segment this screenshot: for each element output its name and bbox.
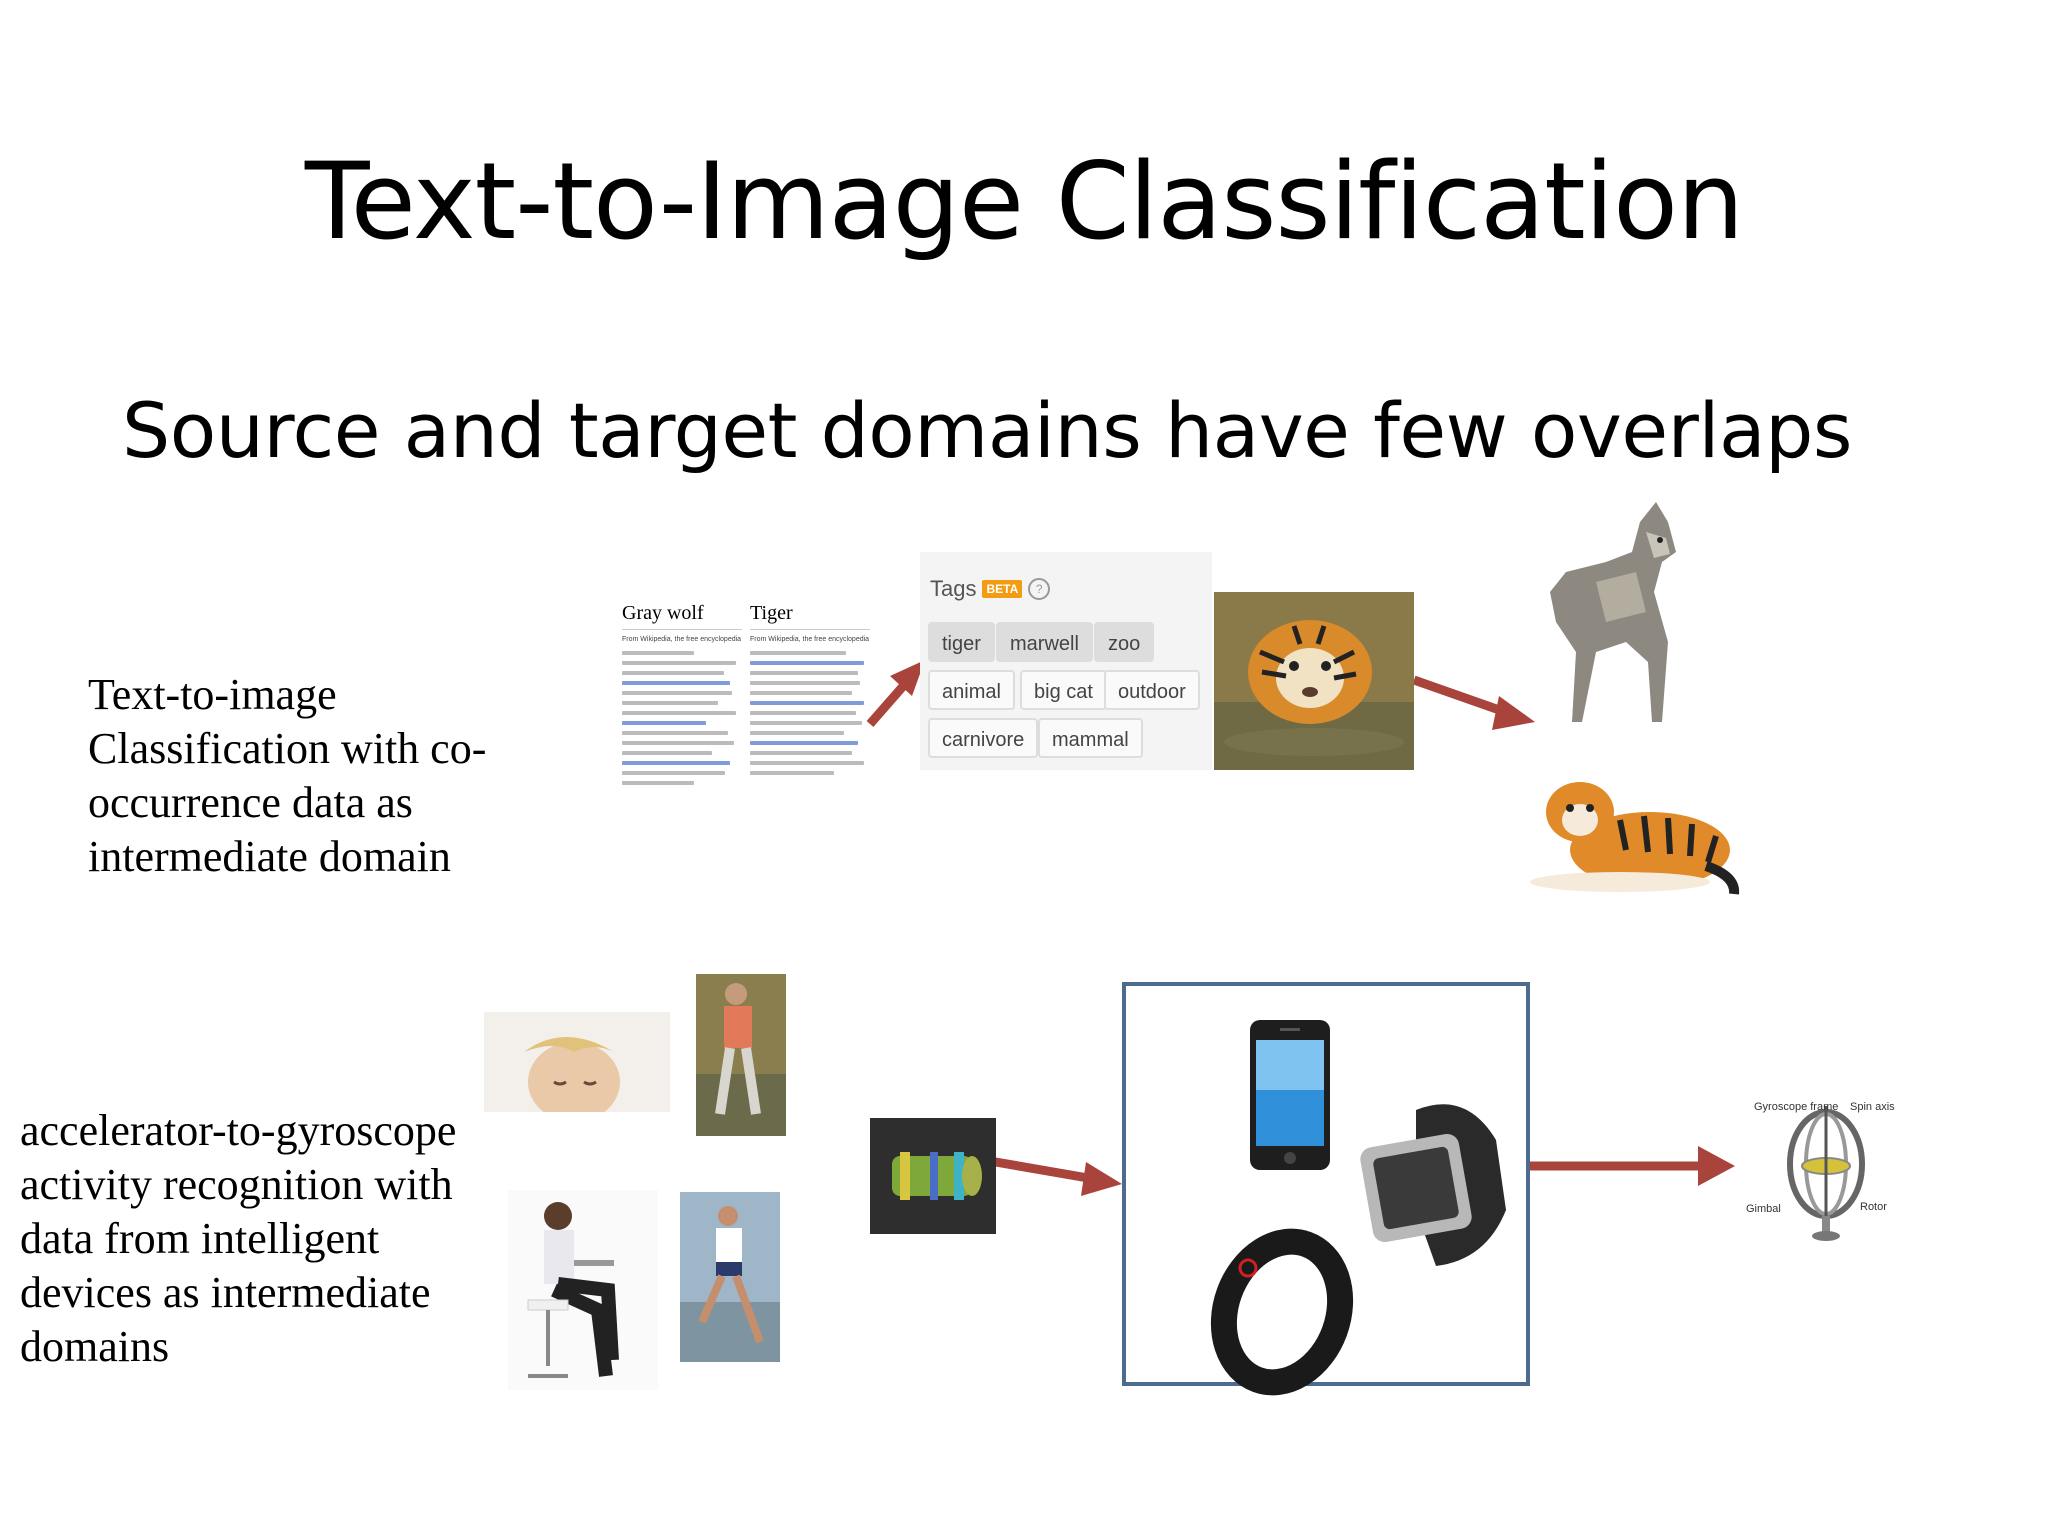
wiki-subtitle: From Wikipedia, the free encyclopedia: [622, 636, 742, 643]
slide-title: Text-to-Image Classification: [304, 140, 1744, 263]
wiki-subtitle: From Wikipedia, the free encyclopedia: [750, 636, 870, 643]
tag-chip[interactable]: animal: [928, 670, 1015, 710]
help-icon[interactable]: ?: [1028, 578, 1051, 600]
tags-label: Tags: [930, 576, 977, 601]
gyroscope-spin-axis-label: Spin axis: [1850, 1101, 1895, 1113]
beta-badge: BETA: [982, 580, 1023, 598]
text-to-image-description: Text-to-image Classification with co-occ…: [88, 670, 487, 881]
wiki-title-gray-wolf: Gray wolf: [622, 602, 742, 630]
wikipedia-snippet-image: Gray wolf From Wikipedia, the free encyc…: [620, 598, 876, 894]
tags-header: Tags BETA ?: [930, 576, 1051, 602]
gyroscope-frame-label: Gyroscope frame: [1754, 1101, 1838, 1113]
wiki-title-tiger: Tiger: [750, 602, 870, 630]
wiki-column-gray-wolf: Gray wolf From Wikipedia, the free encyc…: [622, 598, 742, 894]
arrow-tiger-to-animals: [1412, 675, 1535, 730]
wolf-image: [1550, 502, 1676, 722]
arrow-wiki-to-tags: [866, 660, 925, 727]
tiger-in-water-photo: [1214, 592, 1414, 770]
smartwatch-icon: [1360, 1104, 1506, 1266]
accelerometer-sensor-render: [870, 1118, 996, 1234]
arrow-sensor-to-devices: [983, 1155, 1122, 1196]
arrow-devices-to-gyroscope: [1530, 1146, 1735, 1186]
gyroscope-diagram: Gyroscope frame Spin axis Gimbal Rotor: [1746, 1101, 1895, 1241]
gyroscope-gimbal-label: Gimbal: [1746, 1203, 1781, 1215]
lying-tiger-image: [1530, 782, 1740, 895]
sitting-man-photo: [508, 1190, 658, 1390]
tag-chip[interactable]: outdoor: [1104, 670, 1200, 710]
tag-chip[interactable]: zoo: [1094, 622, 1155, 662]
wiki-column-tiger: Tiger From Wikipedia, the free encyclope…: [750, 598, 870, 894]
activity-recognition-description: accelerator-to-gyroscope activity recogn…: [20, 1106, 457, 1371]
sleeping-woman-photo: [484, 1012, 670, 1152]
tag-chip[interactable]: tiger: [928, 622, 995, 662]
intelligent-devices-frame: [1122, 982, 1530, 1386]
tag-chip[interactable]: marwell: [996, 622, 1093, 662]
running-man-photo: [680, 1192, 780, 1362]
tag-chip[interactable]: big cat: [1020, 670, 1107, 710]
tag-chip[interactable]: mammal: [1038, 718, 1143, 758]
walking-man-photo: [696, 974, 786, 1136]
smartphone-icon: [1250, 1020, 1330, 1170]
slide-subtitle: Source and target domains have few overl…: [122, 386, 1852, 475]
tags-panel: Tags BETA ? tiger marwell zoo animal big…: [920, 552, 1212, 770]
gyroscope-rotor-label: Rotor: [1860, 1201, 1887, 1213]
tag-chip[interactable]: carnivore: [928, 718, 1039, 758]
fitness-band-icon: [1210, 1228, 1354, 1396]
